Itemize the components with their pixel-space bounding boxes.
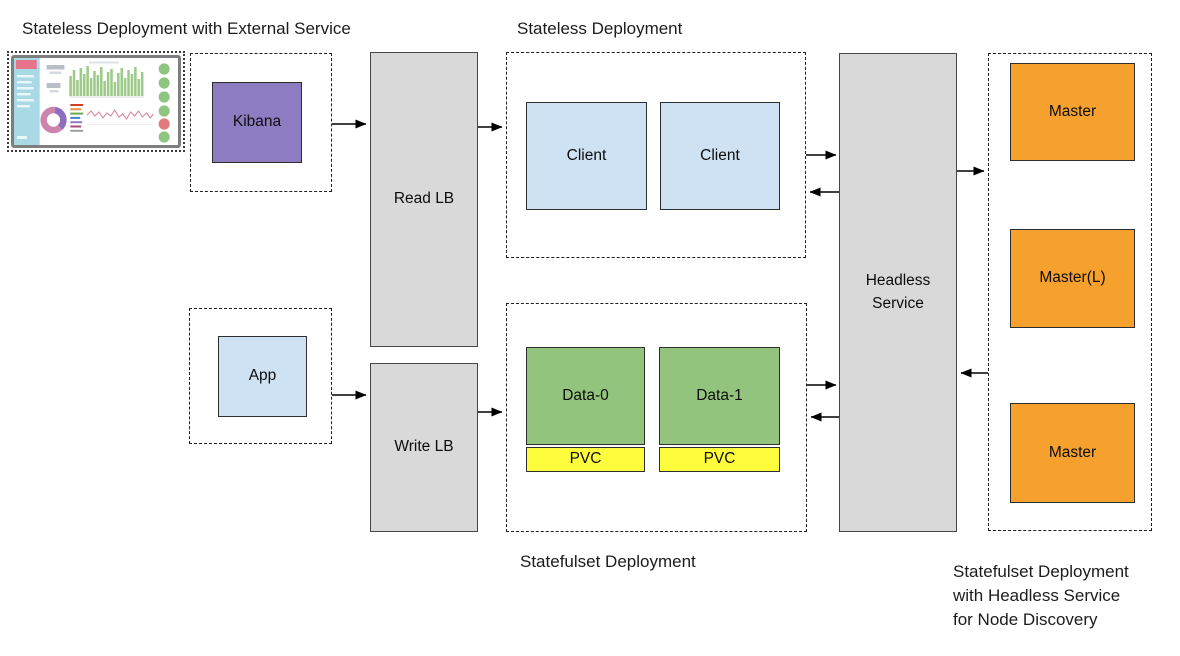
kibana-dashboard-screenshot: [7, 51, 185, 152]
screenshot-frame: [11, 55, 181, 148]
app-node: App: [218, 336, 307, 417]
client-node-0: Client: [526, 102, 647, 210]
title-statefulset-headless: Statefulset Deployment with Headless Ser…: [953, 560, 1129, 632]
pvc-node-0: PVC: [526, 447, 645, 472]
title-statefulset-deployment: Statefulset Deployment: [520, 552, 696, 571]
kibana-dashboard-graphic: [14, 58, 178, 145]
master-leader-node: Master(L): [1010, 229, 1135, 328]
statefulset-deployment-group: [506, 303, 807, 532]
title-stateless-deployment: Stateless Deployment: [517, 19, 683, 38]
app-group: [189, 308, 332, 444]
data-node-0: Data-0: [526, 347, 645, 445]
kibana-node: Kibana: [212, 82, 302, 163]
pvc-node-1: PVC: [659, 447, 780, 472]
kibana-group: [190, 53, 332, 192]
write-lb-node: Write LB: [370, 363, 478, 532]
master-node-top: Master: [1010, 63, 1135, 161]
title-statefulset-headless-line1: Statefulset Deployment: [953, 562, 1129, 581]
read-lb-node: Read LB: [370, 52, 478, 347]
data-node-1: Data-1: [659, 347, 780, 445]
title-statefulset-headless-line2: with Headless Service: [953, 586, 1121, 605]
stateless-deployment-group: [506, 52, 806, 258]
headless-service-node: Headless Service: [839, 53, 957, 532]
client-node-1: Client: [660, 102, 780, 210]
title-stateless-external-service: Stateless Deployment with External Servi…: [22, 19, 351, 38]
title-statefulset-headless-line3: for Node Discovery: [953, 610, 1098, 629]
master-node-bottom: Master: [1010, 403, 1135, 503]
masters-group: [988, 53, 1152, 531]
